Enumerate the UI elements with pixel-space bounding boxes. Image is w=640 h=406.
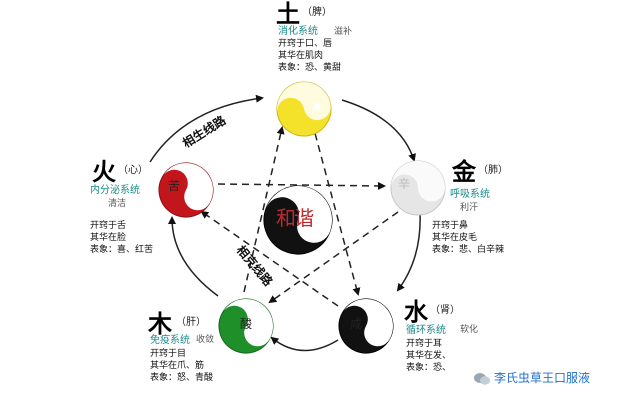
taste-mu: 酸 xyxy=(240,317,253,331)
element-jin-system: 呼吸系统 xyxy=(450,189,490,200)
element-tu-line-3: 表象：恐、黄甜 xyxy=(278,63,342,73)
arrow-jin-to-shui xyxy=(396,211,421,292)
element-huo-organ: （心） xyxy=(118,165,148,176)
element-shui-system: 循环系统 xyxy=(406,325,446,336)
element-mu-line-2: 其华在爪、筋 xyxy=(150,361,205,371)
element-shui-organ: （肾） xyxy=(430,305,460,316)
yinyang-huo xyxy=(158,162,214,218)
element-shui-line-3: 表象：恐、 xyxy=(406,363,452,373)
element-huo-line-2: 其华在脸 xyxy=(90,233,127,243)
controlling-arrows xyxy=(200,121,399,307)
wechat-icon xyxy=(474,372,490,386)
element-mu-organ: （肝） xyxy=(176,317,206,328)
element-huo-line-3: 表象：喜、红苦 xyxy=(90,245,154,255)
generating-arrows xyxy=(149,94,421,352)
taste-jin: 辛 xyxy=(398,177,411,191)
element-tu-line-2: 其华在肌肉 xyxy=(278,51,324,61)
arrow-tu-to-shui xyxy=(311,121,361,296)
element-jin-line-3: 表象：悲、白辛辣 xyxy=(432,245,505,255)
element-huo-func: 清洁 xyxy=(108,199,127,209)
element-jin-line-1: 开窍于鼻 xyxy=(432,221,469,231)
element-shui-line-2: 其华在发、 xyxy=(406,351,452,361)
yinyang-tu xyxy=(276,81,332,137)
element-jin-name: 金 xyxy=(452,157,476,186)
arrow-jin-to-mu xyxy=(268,211,399,304)
element-mu-func: 收敛 xyxy=(196,335,215,345)
element-shui-name: 水 xyxy=(404,297,428,326)
arrow-mu-to-tu xyxy=(243,126,285,293)
element-tu-organ: （脾） xyxy=(302,7,332,18)
arrow-huo-to-jin xyxy=(217,181,386,190)
taste-shui: 咸 xyxy=(350,317,363,331)
element-tu-line-1: 开窍于口、唇 xyxy=(278,39,333,49)
yinyang-mu xyxy=(218,298,274,354)
element-jin-line-2: 其华在皮毛 xyxy=(432,233,478,243)
element-huo-line-1: 开窍于舌 xyxy=(90,221,127,231)
element-huo-system: 内分泌系统 xyxy=(90,185,140,196)
element-mu-line-3: 表象：怒、青酸 xyxy=(150,373,214,383)
yinyang-center xyxy=(263,185,333,255)
element-tu-func: 滋补 xyxy=(334,27,353,37)
yinyang-jin xyxy=(390,160,446,216)
arrow-mu-to-huo xyxy=(168,216,219,297)
taste-huo: 苦 xyxy=(168,179,181,193)
arrow-tu-to-jin xyxy=(341,99,416,162)
element-shui-func: 软化 xyxy=(460,325,479,335)
yinyang-shui xyxy=(338,298,394,354)
watermark-text: 李氏虫草王口服液 xyxy=(494,371,591,385)
arrow-shui-to-mu xyxy=(270,336,339,352)
element-mu-system: 免疫系统 xyxy=(150,335,190,346)
center-label: 和谐 xyxy=(276,206,314,230)
element-shui-line-1: 开窍于耳 xyxy=(406,339,443,349)
element-mu-line-1: 开窍于目 xyxy=(150,349,187,359)
element-tu-system: 消化系统 xyxy=(278,26,318,37)
element-jin-organ: （肺） xyxy=(478,165,508,176)
element-huo-name: 火 xyxy=(92,157,116,186)
arrow-huo-to-tu xyxy=(149,94,264,163)
arrow-shui-to-huo xyxy=(200,210,339,307)
route-label-sheng: 相生线路 xyxy=(180,112,230,151)
element-jin-func: 利汗 xyxy=(460,203,479,213)
element-mu-name: 木 xyxy=(148,309,172,338)
element-tu-name: 土 xyxy=(276,0,300,28)
